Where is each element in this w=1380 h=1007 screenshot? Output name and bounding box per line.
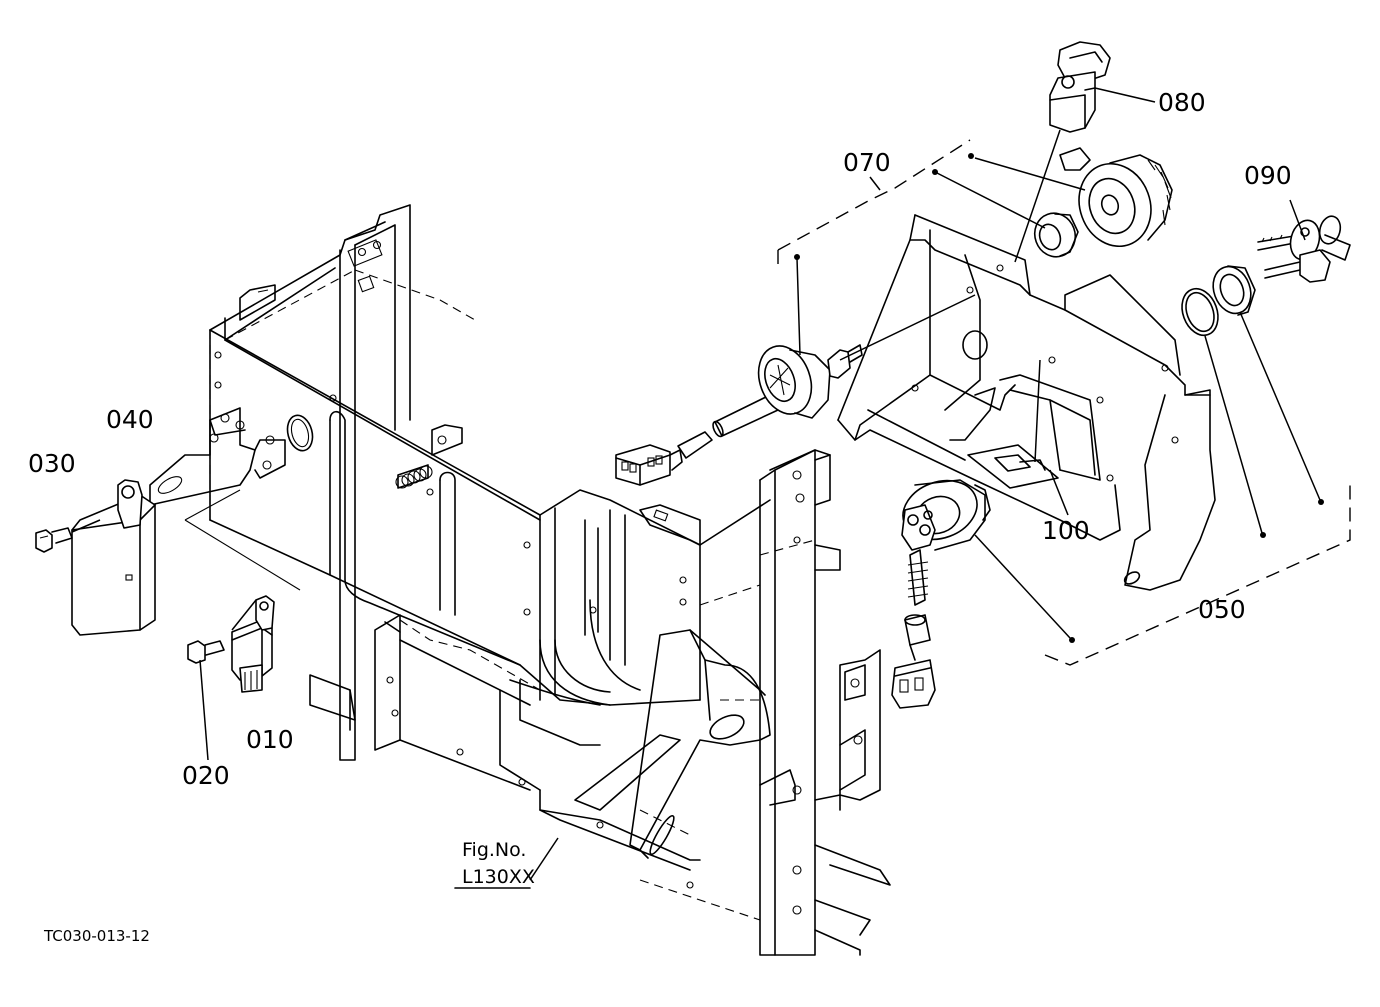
part-020-bolt [187,640,225,761]
rings [1181,265,1324,538]
main-frame-bracket [209,204,771,761]
label-070: 070 [843,148,891,177]
part-040-relay [71,479,156,636]
relay-bracket-left [149,407,301,591]
label-030: 030 [28,449,76,478]
part-070-switch [615,254,863,486]
label-040: 040 [106,405,154,434]
part-010-relay [231,595,275,693]
hidden-lines [209,269,816,921]
label-010: 010 [246,725,294,754]
label-090: 090 [1244,161,1292,190]
part-050-panel [837,214,1216,591]
lower-frame [309,449,891,956]
label-080: 080 [1158,88,1206,117]
figure-ref-line2: L130XX [462,866,535,888]
part-080-switch [1014,41,1156,263]
label-100: 100 [1042,516,1090,545]
part-090-keys [1257,199,1351,283]
label-050: 050 [1198,595,1246,624]
assembly-boundary-050 [777,139,1351,666]
leader-lines [529,176,1069,881]
drawing-code: TC030-013-12 [43,927,150,945]
label-020: 020 [182,761,230,790]
key-switch [891,479,1075,709]
figure-ref-line1: Fig.No. [462,839,526,861]
part-070-knob [932,147,1173,258]
part-030-bolt [35,519,101,553]
